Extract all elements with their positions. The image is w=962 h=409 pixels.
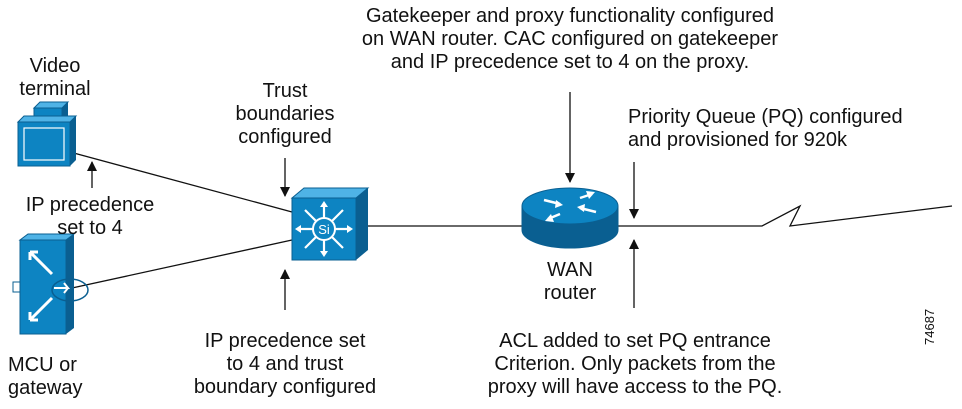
link-mcu-switch — [71, 239, 293, 289]
switch-si-label: Si — [318, 222, 330, 237]
label-trust-boundaries: Trust boundaries configured — [235, 80, 335, 148]
wan-link — [618, 204, 953, 227]
label-mcu-gateway: MCU or gateway — [8, 354, 83, 399]
figure-id: 74687 — [922, 308, 937, 345]
mcu-icon — [12, 233, 89, 335]
multilayer-switch-icon — [290, 187, 370, 261]
video-terminal-icon — [16, 101, 78, 167]
link-terminal-switch — [69, 151, 293, 213]
label-wan-router: WAN router — [543, 259, 597, 304]
label-video-terminal: Video terminal — [19, 55, 91, 100]
label-gatekeeper: Gatekeeper and proxy functionality confi… — [361, 5, 779, 73]
label-priority-queue: Priority Queue (PQ) configured and provi… — [628, 106, 903, 151]
router-icon — [521, 187, 619, 249]
label-acl: ACL added to set PQ entrance Criterion. … — [487, 330, 783, 398]
label-ip-precedence-terminal: IP precedence set to 4 — [25, 194, 155, 239]
label-ip-precedence-switch: IP precedence set to 4 and trust boundar… — [193, 330, 377, 398]
